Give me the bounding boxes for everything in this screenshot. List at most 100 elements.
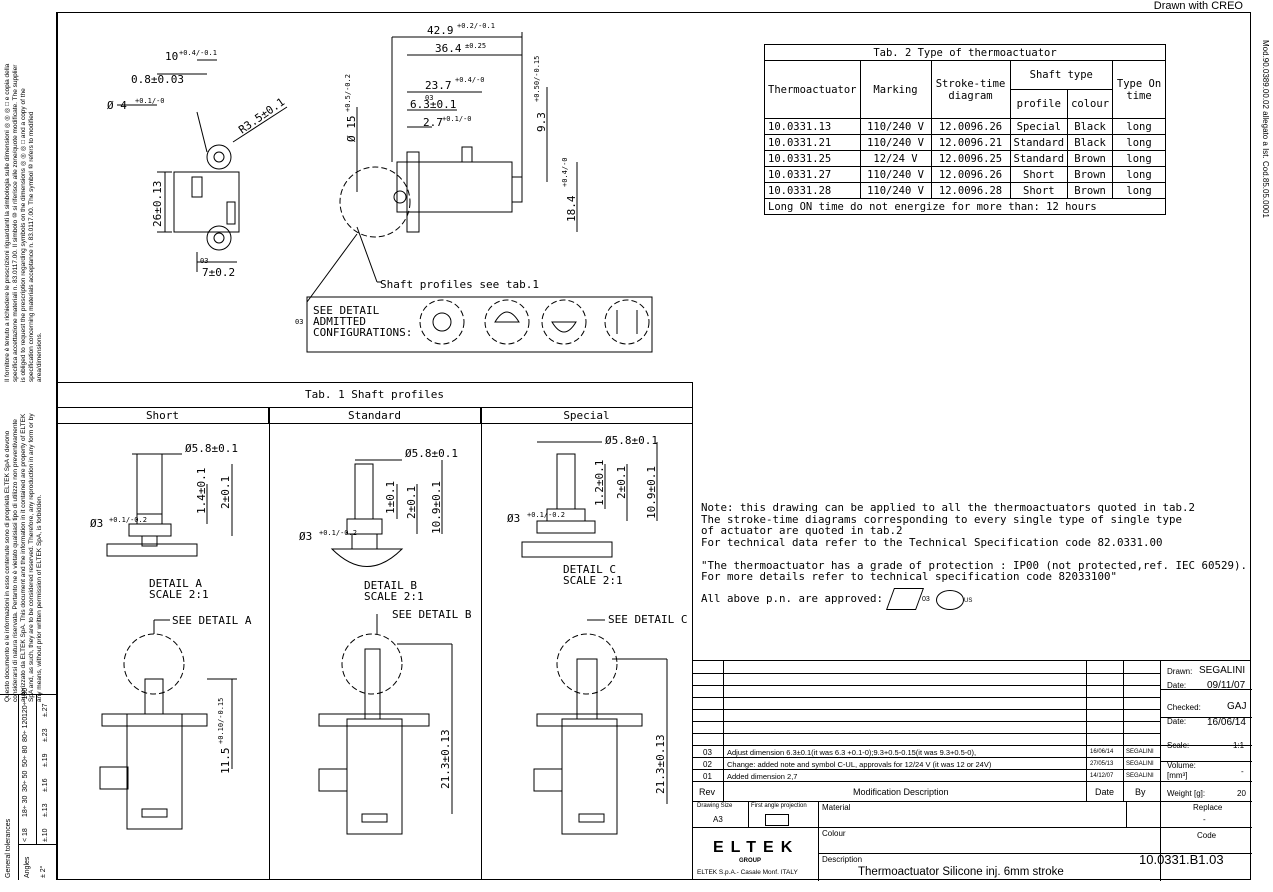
drawing-size: A3	[713, 815, 723, 824]
drawn-date: 09/11/07	[1207, 680, 1246, 691]
shaft-profile-note: Shaft profiles see tab.1	[380, 278, 539, 291]
standard-d4-tol: +0.1/-0.2	[319, 529, 357, 537]
tab2-h-profile: profile	[1009, 89, 1069, 119]
rev-03-date: 16/06/14	[1090, 749, 1114, 755]
dim-23-7: 23.7	[425, 79, 452, 92]
description-label: Description	[822, 855, 863, 864]
detail-line-2: ADMITTED	[313, 315, 366, 328]
tab2-footer: Long ON time do not energize for more th…	[763, 198, 1167, 215]
tol-value-1: ±.10	[42, 828, 49, 842]
tab1-h-special: Special	[481, 408, 693, 424]
date-header: Date	[1095, 787, 1115, 797]
tol-range-5: 80÷ 120	[22, 716, 29, 742]
dim-dia-15-tol: +0.5/-0.2	[344, 74, 352, 112]
standard-d2: 1±0.1	[384, 481, 397, 514]
tab2-h-marking: Marking	[859, 60, 932, 119]
see-detail-b: SEE DETAIL B	[392, 608, 472, 621]
title-block: Drawn: SEGALINI Date: 09/11/07 Checked: …	[692, 660, 1252, 881]
dim-dia-4-tol: +0.1/-0	[135, 97, 165, 105]
rev-mark-front: 03	[425, 94, 433, 102]
tol-range-1: < 18	[22, 828, 29, 842]
dim-0-8: 0.8±0.03	[131, 73, 184, 86]
rev-03: 03	[703, 748, 712, 757]
standard-d4: Ø3	[299, 530, 312, 543]
rev-02-by: SEGALINI	[1126, 761, 1154, 767]
dim-36-4-tol: ±0.25	[465, 42, 486, 50]
short-d3: 2±0.1	[219, 476, 232, 509]
top-lug-outer	[206, 144, 232, 170]
short-dia: Ø5.8±0.1	[185, 442, 238, 455]
front-terminal	[461, 146, 473, 163]
tab1-h-short: Short	[57, 408, 269, 424]
checked-label: Checked:	[1167, 703, 1201, 712]
dim-2-7-tol: +0.1/-0	[442, 115, 472, 123]
view-a-dim: 11.5	[219, 748, 232, 775]
dim-9-3-tol: +0.50/-0.15	[533, 56, 541, 102]
tab2-h-colour: colour	[1067, 89, 1114, 119]
checked-by: GAJ	[1227, 701, 1247, 712]
detail-c-scale: SCALE 2:1	[563, 574, 623, 587]
short-d2: 1.4±0.1	[195, 468, 208, 514]
tol-value-5: ±.23	[42, 728, 49, 742]
rev-01-date: 14/12/07	[1090, 773, 1114, 779]
side-slot-2	[226, 201, 236, 225]
dim-dia-15: Ø 15	[345, 116, 358, 143]
tol-range-6: 120÷ 180	[22, 687, 29, 717]
tab1-title: Tab. 1 Shaft profiles	[57, 382, 693, 408]
tab1-drawings: Ø5.8±0.1 1.4±0.1 2±0.1 Ø3 +0.1/-0.2 DETA…	[90, 434, 687, 835]
view-b-dim: 21.3±0.13	[439, 729, 452, 789]
volume-value: -	[1241, 767, 1244, 776]
special-d4-tol: +0.1/-0.2	[527, 511, 565, 519]
mod-header: Modification Description	[853, 787, 949, 797]
tol-range-4: 50÷ 80	[22, 745, 29, 767]
dim-r3-5: R3.5±0.1	[236, 95, 287, 136]
dim-36-4: 36.4	[435, 42, 462, 55]
dim-42-9-tol: +0.2/-0.1	[457, 22, 495, 30]
front-shaft-end	[393, 190, 407, 204]
checked-date: 16/06/14	[1207, 717, 1246, 728]
short-d4: Ø3	[90, 517, 103, 530]
tol-range-2: 18÷ 30	[22, 795, 29, 817]
config-3	[541, 299, 587, 345]
dim-26: 26±0.13	[151, 181, 164, 227]
drawing-size-label: Drawing Size	[697, 803, 733, 809]
tab2-title: Tab. 2 Type of thermoactuator	[763, 44, 1167, 61]
rev-02-date: 27/05/13	[1090, 761, 1114, 767]
supplier-note: Il fornitore è tenuto a richiedere le pr…	[4, 63, 43, 382]
tol-value-2: ±.13	[42, 803, 49, 817]
drawn-label: Drawn:	[1167, 667, 1193, 676]
view-a-dim-tol: +0.10/-0.15	[217, 698, 225, 744]
form-reference: Mod.90.0389.00.02 allegato a Ist. Cod.85…	[1261, 40, 1270, 218]
rev-mark-config: 03	[295, 318, 303, 326]
approval-mark-rev: 03	[922, 596, 930, 603]
drawing-frame	[57, 12, 1251, 880]
date-label-2: Date:	[1167, 717, 1187, 726]
main-drawing: 42.9 +0.2/-0.1 36.4 ±0.25 23.7 +0.4/-0 6…	[107, 22, 653, 353]
tab2-table: Tab. 2 Type of thermoactuator Thermoactu…	[763, 44, 1167, 215]
front-flange	[406, 151, 420, 233]
replace-label: Replace	[1193, 803, 1223, 812]
config-4	[604, 299, 650, 345]
colour-label: Colour	[822, 829, 846, 838]
code-label: Code	[1197, 831, 1217, 840]
rev-02-desc: Change: added note and symbol C-UL, appr…	[727, 760, 992, 769]
dim-23-7-tol: +0.4/-0	[455, 76, 485, 84]
standard-d3: 2±0.1	[405, 486, 418, 519]
eltek-logo: ELTEK	[713, 839, 800, 856]
special-d5: 10.9±0.1	[645, 466, 658, 519]
drawn-with-caption: Drawn with CREO	[1153, 0, 1243, 12]
tab1-h-standard: Standard	[269, 408, 481, 424]
detail-c-label: DETAIL C	[563, 563, 616, 576]
tol-value-3: ±.16	[42, 778, 49, 792]
angles-value: ± 2°	[40, 865, 47, 878]
view-c-dim: 21.3±0.13	[654, 734, 667, 794]
rev-03-desc: Adjust dimension 6.3±0.1(it was 6.3 +0.1…	[727, 748, 977, 757]
short-d4-tol: +0.1/-0.2	[109, 516, 147, 524]
eltek-group: GROUP	[739, 858, 762, 864]
special-d4: Ø3	[507, 512, 520, 525]
dim-6-3: 6.3±0.1	[410, 98, 456, 111]
approved-text: All above p.n. are approved:	[701, 592, 884, 605]
